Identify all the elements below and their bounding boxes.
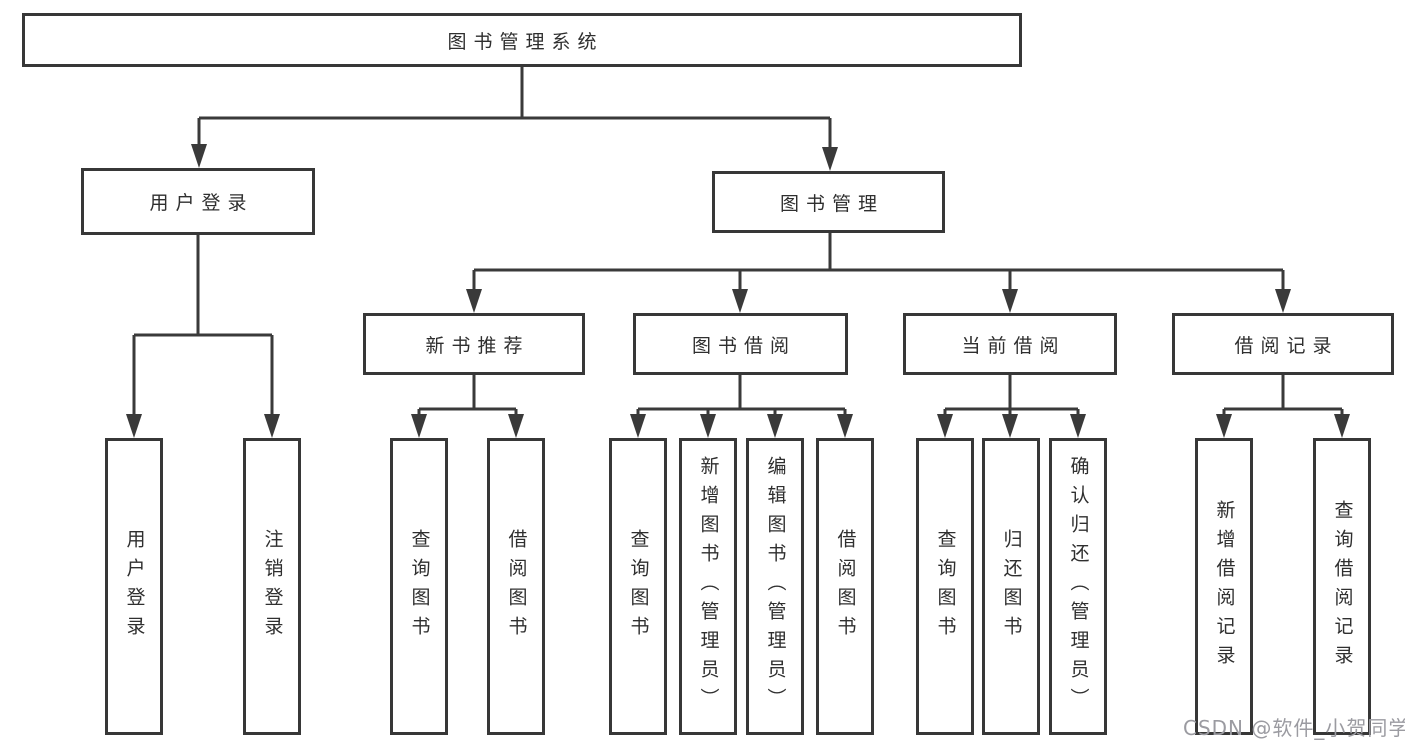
connector-book-borrow-split <box>636 375 847 416</box>
arrow-icon <box>466 289 482 313</box>
arrow-icon <box>700 414 716 438</box>
node-label: 用户登录 <box>149 192 254 214</box>
arrow-icon <box>411 414 427 438</box>
connector-user-login-split <box>132 235 274 416</box>
arrow-icon <box>837 414 853 438</box>
leaf-borrowing-edit-books-admin: 编辑图书（管理员） <box>746 438 804 735</box>
leaf-user-login: 用户登录 <box>105 438 163 735</box>
node-user-login: 用户登录 <box>81 168 315 235</box>
leaf-label: 查询图书 <box>934 528 957 645</box>
leaf-current-confirm-return-admin: 确认归还（管理员） <box>1049 438 1107 735</box>
leaf-borrowing-borrow-books: 借阅图书 <box>816 438 874 735</box>
connector-borrow-records-split <box>1222 375 1344 416</box>
leaf-label: 查询图书 <box>627 528 650 645</box>
leaf-label: 查询借阅记录 <box>1331 499 1354 674</box>
node-book-management: 图书管理 <box>712 171 945 233</box>
arrow-icon <box>630 414 646 438</box>
csdn-watermark: CSDN @软件_小贺同学 <box>1183 716 1405 740</box>
connector-root-split <box>197 67 832 149</box>
leaf-label: 确认归还（管理员） <box>1067 456 1090 717</box>
arrow-icon <box>1334 414 1350 438</box>
arrow-icon <box>1275 289 1291 313</box>
arrow-icon <box>1002 289 1018 313</box>
arrow-icon <box>1002 414 1018 438</box>
leaf-label: 归还图书 <box>1000 528 1023 645</box>
node-label: 图书管理系统 <box>447 30 604 53</box>
arrow-icon <box>508 414 524 438</box>
connector-arrowheads <box>126 144 1350 438</box>
leaf-records-add-record: 新增借阅记录 <box>1195 438 1253 735</box>
node-label: 借阅记录 <box>1234 334 1339 357</box>
arrow-icon <box>732 289 748 313</box>
arrow-icon <box>191 144 207 168</box>
leaf-label: 编辑图书（管理员） <box>764 456 787 717</box>
leaf-label: 借阅图书 <box>505 528 528 645</box>
node-label: 新书推荐 <box>425 334 530 357</box>
node-current-borrowing: 当前借阅 <box>903 313 1117 375</box>
leaf-label: 注销登录 <box>261 528 284 645</box>
leaf-label: 查询图书 <box>408 528 431 645</box>
leaf-newbooks-borrow-books: 借阅图书 <box>487 438 545 735</box>
leaf-current-query-books: 查询图书 <box>916 438 974 735</box>
node-root-system: 图书管理系统 <box>22 13 1022 67</box>
arrow-icon <box>264 414 280 438</box>
node-label: 图书管理 <box>779 192 884 215</box>
node-label: 图书借阅 <box>691 334 796 357</box>
arrow-icon <box>1216 414 1232 438</box>
connector-new-books-split <box>417 375 518 416</box>
leaf-borrowing-add-books-admin: 新增图书（管理员） <box>679 438 737 735</box>
arrow-icon <box>822 147 838 171</box>
connector-book-mgmt-split <box>472 233 1285 291</box>
arrow-icon <box>767 414 783 438</box>
arrow-icon <box>937 414 953 438</box>
node-new-book-recommend: 新书推荐 <box>363 313 585 375</box>
leaf-newbooks-query-books: 查询图书 <box>390 438 448 735</box>
node-book-borrowing: 图书借阅 <box>633 313 848 375</box>
leaf-borrowing-query-books: 查询图书 <box>609 438 667 735</box>
arrow-icon <box>1070 414 1086 438</box>
node-borrow-records: 借阅记录 <box>1172 313 1394 375</box>
leaf-label: 新增借阅记录 <box>1213 499 1236 674</box>
leaf-label: 新增图书（管理员） <box>697 456 720 717</box>
leaf-label: 用户登录 <box>123 528 146 645</box>
node-label: 当前借阅 <box>961 334 1066 357</box>
leaf-label: 借阅图书 <box>834 528 857 645</box>
connector-current-borrow-split <box>943 375 1080 416</box>
connector-paths <box>132 67 1344 416</box>
leaf-records-query-record: 查询借阅记录 <box>1313 438 1371 735</box>
leaf-current-return-books: 归还图书 <box>982 438 1040 735</box>
arrow-icon <box>126 414 142 438</box>
leaf-logout: 注销登录 <box>243 438 301 735</box>
